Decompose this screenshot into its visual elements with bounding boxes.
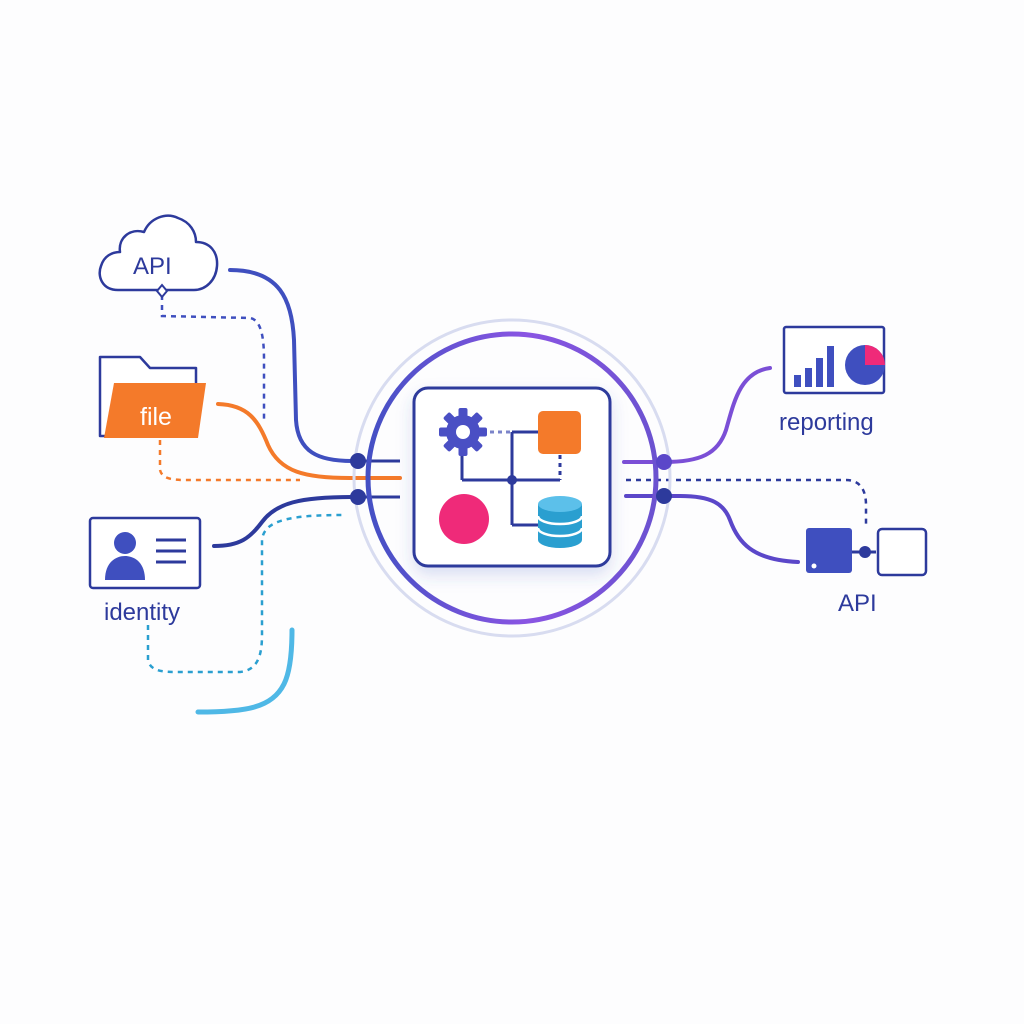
- gear-icon: [439, 408, 487, 456]
- right-junction-top: [656, 454, 672, 470]
- api-target-label: API: [838, 590, 877, 617]
- api-source-label: API: [133, 253, 172, 280]
- right-connectors: [622, 366, 868, 564]
- central-hub: [352, 318, 672, 638]
- orange-square-icon: [538, 411, 581, 454]
- left-junction-bottom: [350, 489, 366, 505]
- left-junction-top: [350, 453, 366, 469]
- identity-source-label: identity: [104, 599, 181, 626]
- reporting-target-label: reporting: [779, 409, 874, 436]
- hub-inner-ring: [365, 331, 659, 625]
- api-out-solid-connector: [624, 494, 800, 564]
- left-connectors: [146, 268, 402, 715]
- chart-icon: [782, 325, 886, 395]
- database-icon: [536, 496, 584, 548]
- identity-solid-connector: [212, 495, 354, 548]
- api-endpoint-icon: [806, 527, 928, 577]
- file-source-label: file: [140, 403, 172, 431]
- folder-icon: [98, 355, 206, 438]
- pink-circle-icon: [439, 494, 489, 544]
- file-solid-connector: [216, 402, 402, 480]
- cyan-connector: [195, 627, 295, 715]
- right-junction-bottom: [656, 488, 672, 504]
- junction-dots: [350, 453, 672, 505]
- identity-dashed-connector: [146, 513, 346, 674]
- hub-outer-ring: [352, 318, 672, 638]
- id-card-icon: [88, 516, 202, 590]
- api-in-solid-connector: [228, 268, 354, 463]
- output-dashed-connector: [626, 478, 868, 525]
- cloud-icon: [98, 214, 219, 292]
- file-dashed-connector: [158, 440, 300, 482]
- cloud-port-diamond: [155, 283, 169, 299]
- reporting-solid-connector: [622, 366, 772, 464]
- hub-network-node: [507, 475, 517, 485]
